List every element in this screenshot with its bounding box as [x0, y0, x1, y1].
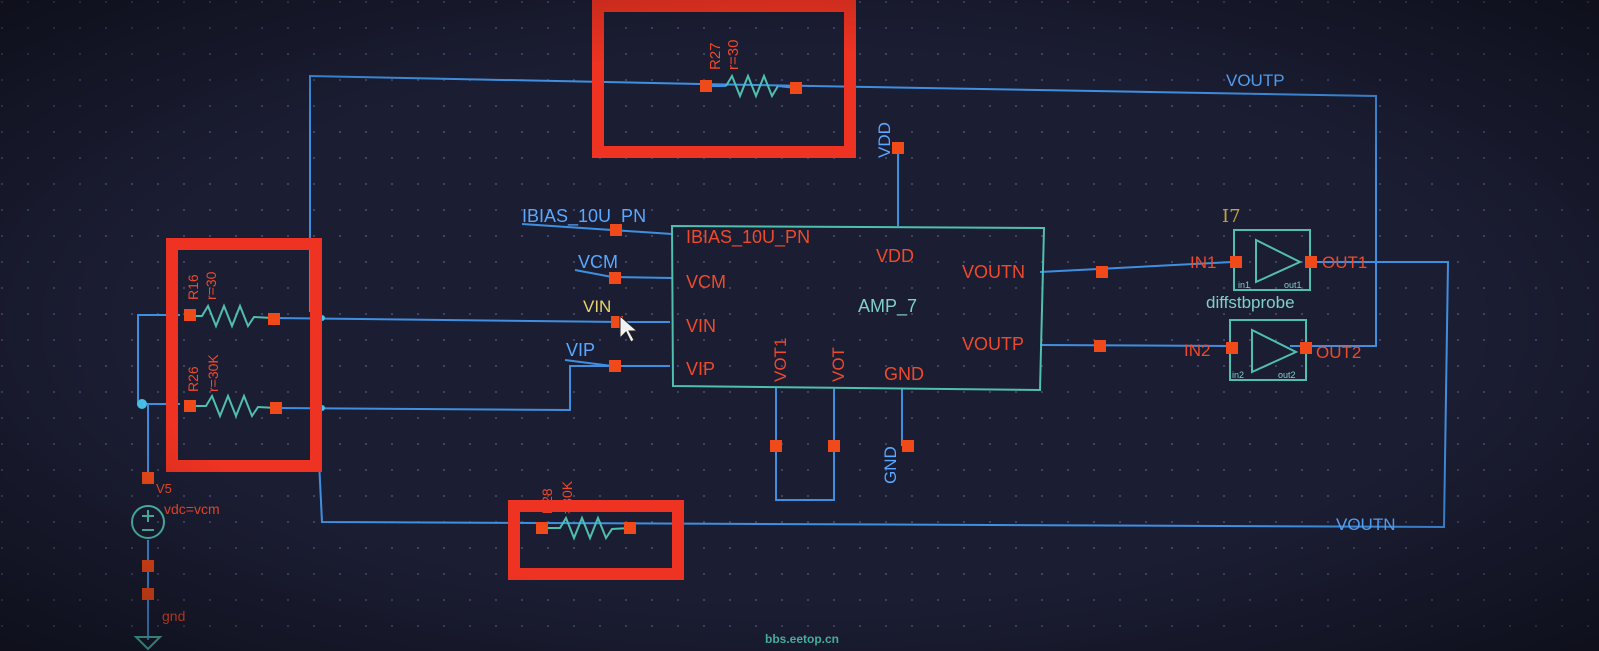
- pin-ibias[interactable]: [610, 224, 622, 236]
- probe-pin-out1: OUT1: [1322, 253, 1367, 272]
- amp-pin-voutn-label: VOUTN: [962, 262, 1025, 282]
- net-label-vcm: VCM: [578, 252, 618, 272]
- probe-pin-in2: IN2: [1184, 341, 1210, 360]
- junction-dot: [137, 399, 147, 409]
- pin-vot[interactable]: [828, 440, 840, 452]
- amp-pin-gnd-label: GND: [884, 364, 924, 384]
- watermark-text: bbs.eetop.cn: [765, 632, 839, 646]
- resistor-r26-value: r=30K: [205, 354, 221, 392]
- amp-pin-voutp-label: VOUTP: [962, 334, 1024, 354]
- svg-text:out1: out1: [1284, 280, 1302, 290]
- net-label-vip: VIP: [566, 340, 595, 360]
- pin-r26-b[interactable]: [270, 402, 282, 414]
- pin-v5-minus[interactable]: [142, 560, 154, 572]
- svg-text:in2: in2: [1232, 370, 1244, 380]
- pin-voutp-out[interactable]: [1094, 340, 1106, 352]
- probe-instance-name: I7: [1222, 206, 1241, 227]
- pin-probe-in2[interactable]: [1226, 342, 1238, 354]
- net-label-gnd: GND: [881, 446, 900, 484]
- pin-probe-in1[interactable]: [1230, 256, 1242, 268]
- pin-v5-plus[interactable]: [142, 472, 154, 484]
- resistor-r27-value: r=30: [725, 40, 742, 70]
- amp-pin-vcm-label: VCM: [686, 272, 726, 292]
- ground-label: gnd: [162, 608, 185, 624]
- probe-pin-out2: OUT2: [1316, 343, 1361, 362]
- pin-vip[interactable]: [609, 360, 621, 372]
- resistor-r16-value: r=30: [203, 271, 219, 300]
- pin-vcm[interactable]: [609, 272, 621, 284]
- pin-voutn-out[interactable]: [1096, 266, 1108, 278]
- resistor-r26-name: R26: [185, 366, 201, 392]
- net-label-voutp: VOUTP: [1226, 71, 1285, 90]
- pin-r16-b[interactable]: [268, 313, 280, 325]
- pin-r26-a[interactable]: [184, 400, 196, 412]
- pin-probe-out2[interactable]: [1300, 342, 1312, 354]
- svg-text:in1: in1: [1238, 280, 1250, 290]
- amp-pin-ibias-label: IBIAS_10U_PN: [686, 227, 810, 248]
- amp-pin-vot1-label: VOT1: [771, 338, 790, 382]
- amp-instance-name: AMP_7: [858, 296, 917, 317]
- net-label-voutn: VOUTN: [1336, 515, 1396, 534]
- net-label-vin: VIN: [583, 297, 611, 316]
- amp-pin-vot-label: VOT: [829, 347, 848, 382]
- pin-r27-b[interactable]: [790, 82, 802, 94]
- net-label-ibias: IBIAS_10U_PN: [522, 206, 646, 227]
- amp-pin-vip-label: VIP: [686, 359, 715, 379]
- pin-r28-b[interactable]: [624, 522, 636, 534]
- source-name: V5: [156, 481, 172, 496]
- pin-r16-a[interactable]: [184, 309, 196, 321]
- pin-gnd-source[interactable]: [142, 588, 154, 600]
- probe-cell-name: diffstbprobe: [1206, 293, 1295, 312]
- pin-probe-out1[interactable]: [1305, 256, 1317, 268]
- pin-r27-a[interactable]: [700, 80, 712, 92]
- source-param: vdc=vcm: [164, 501, 220, 517]
- pin-gnd[interactable]: [902, 440, 914, 452]
- svg-text:out2: out2: [1278, 370, 1296, 380]
- resistor-r27-name: R27: [707, 42, 724, 70]
- amp-pin-vdd-label: VDD: [876, 246, 914, 266]
- pin-vot1[interactable]: [770, 440, 782, 452]
- pin-vdd[interactable]: [892, 142, 904, 154]
- probe-pin-in1: IN1: [1190, 253, 1216, 272]
- pin-r28-a[interactable]: [536, 522, 548, 534]
- net-label-vdd: VDD: [875, 122, 894, 158]
- amp-pin-vin-label: VIN: [686, 316, 716, 336]
- resistor-r16-name: R16: [185, 274, 201, 300]
